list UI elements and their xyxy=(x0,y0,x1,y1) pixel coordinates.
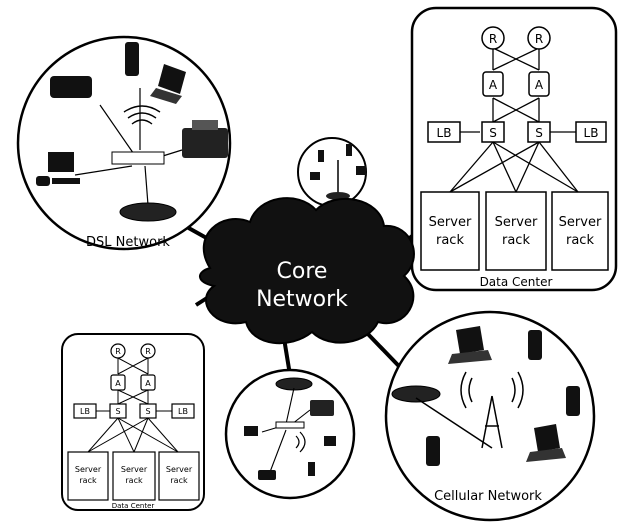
phone-icon xyxy=(50,76,92,98)
svg-text:LB: LB xyxy=(80,407,90,416)
svg-text:A: A xyxy=(145,379,151,388)
printer-icon xyxy=(182,120,228,158)
svg-text:A: A xyxy=(535,78,544,92)
dsl-network: DSL Network xyxy=(16,35,232,251)
router-node: R xyxy=(110,343,126,359)
computer-icon xyxy=(36,152,80,186)
svg-text:A: A xyxy=(489,78,498,92)
mobile-phone-icon xyxy=(566,386,580,416)
wifi-icon xyxy=(123,105,161,125)
svg-text:rack: rack xyxy=(125,476,143,485)
server-rack: Server rack xyxy=(485,191,547,271)
svg-text:R: R xyxy=(115,347,121,356)
cellular-network: Cellular Network xyxy=(384,310,596,522)
laptop-icon xyxy=(526,424,566,462)
cell-tower-icon xyxy=(460,371,524,449)
mobile-phone-icon xyxy=(318,150,324,162)
svg-text:Server: Server xyxy=(121,465,148,474)
svg-text:rack: rack xyxy=(502,233,530,248)
mobile-phone-icon xyxy=(125,42,139,76)
server-rack: Server rack xyxy=(420,191,480,271)
router-disc-icon xyxy=(391,385,441,403)
laptop-icon xyxy=(310,172,320,180)
home-network-bottom xyxy=(224,368,356,500)
svg-text:S: S xyxy=(535,126,543,140)
server-rack: Server rack xyxy=(551,191,609,271)
load-balancer-node: LB xyxy=(171,403,195,419)
laptop-icon xyxy=(448,326,492,364)
router-node: R xyxy=(481,26,505,50)
mobile-phone-icon xyxy=(426,436,440,466)
svg-text:rack: rack xyxy=(436,233,464,248)
svg-text:Server: Server xyxy=(166,465,193,474)
core-network-cloud: Core Network xyxy=(199,197,415,345)
laptop-icon xyxy=(324,436,336,446)
router-disc-icon xyxy=(119,202,177,222)
computer-icon xyxy=(244,426,258,436)
svg-text:A: A xyxy=(115,379,121,388)
svg-text:rack: rack xyxy=(170,476,188,485)
data-center-label: Data Center xyxy=(480,275,553,289)
phone-icon xyxy=(258,470,276,480)
svg-text:LB: LB xyxy=(437,126,452,140)
svg-text:LB: LB xyxy=(584,126,599,140)
server-rack: Server rack xyxy=(67,451,109,501)
svg-text:LB: LB xyxy=(178,407,188,416)
server-rack: Server rack xyxy=(158,451,200,501)
data-center-small: R R A A S S LB LB xyxy=(61,333,205,511)
aggregation-switch-node: A xyxy=(140,374,156,391)
svg-text:rack: rack xyxy=(79,476,97,485)
modem-icon xyxy=(111,151,165,165)
wifi-icon xyxy=(295,431,306,453)
svg-text:Server: Server xyxy=(75,465,102,474)
modem-icon xyxy=(275,421,305,429)
data-center-label: Data Center xyxy=(112,502,155,510)
svg-text:R: R xyxy=(535,32,543,46)
aggregation-switch-node: A xyxy=(482,71,504,97)
mobile-phone-icon xyxy=(346,144,352,156)
svg-text:Server: Server xyxy=(559,215,602,230)
svg-text:S: S xyxy=(145,407,150,416)
mobile-phone-icon xyxy=(528,330,542,360)
svg-text:rack: rack xyxy=(566,233,594,248)
router-node: R xyxy=(527,26,551,50)
server-rack: Server rack xyxy=(112,451,156,501)
core-network-label: Core xyxy=(277,259,328,284)
svg-text:Server: Server xyxy=(429,215,472,230)
load-balancer-node: LB xyxy=(73,403,97,419)
load-balancer-node: LB xyxy=(575,121,607,143)
svg-text:S: S xyxy=(115,407,120,416)
svg-text:R: R xyxy=(145,347,151,356)
aggregation-switch-node: A xyxy=(110,374,126,391)
switch-node: S xyxy=(139,403,157,419)
svg-text:S: S xyxy=(489,126,497,140)
switch-node: S xyxy=(481,121,505,143)
cellular-network-label: Cellular Network xyxy=(434,489,542,504)
home-network-small xyxy=(297,137,367,207)
dsl-network-label: DSL Network xyxy=(86,235,170,250)
switch-node: S xyxy=(109,403,127,419)
core-network-label: Network xyxy=(256,287,348,312)
printer-icon xyxy=(310,400,334,416)
data-center-large: R R A A S S LB LB xyxy=(410,6,618,292)
aggregation-switch-node: A xyxy=(528,71,550,97)
laptop-icon xyxy=(150,64,186,104)
load-balancer-node: LB xyxy=(427,121,461,143)
switch-node: S xyxy=(527,121,551,143)
laptop-icon xyxy=(356,166,366,175)
svg-text:R: R xyxy=(489,32,497,46)
mobile-phone-icon xyxy=(308,462,315,476)
router-node: R xyxy=(140,343,156,359)
svg-text:Server: Server xyxy=(495,215,538,230)
